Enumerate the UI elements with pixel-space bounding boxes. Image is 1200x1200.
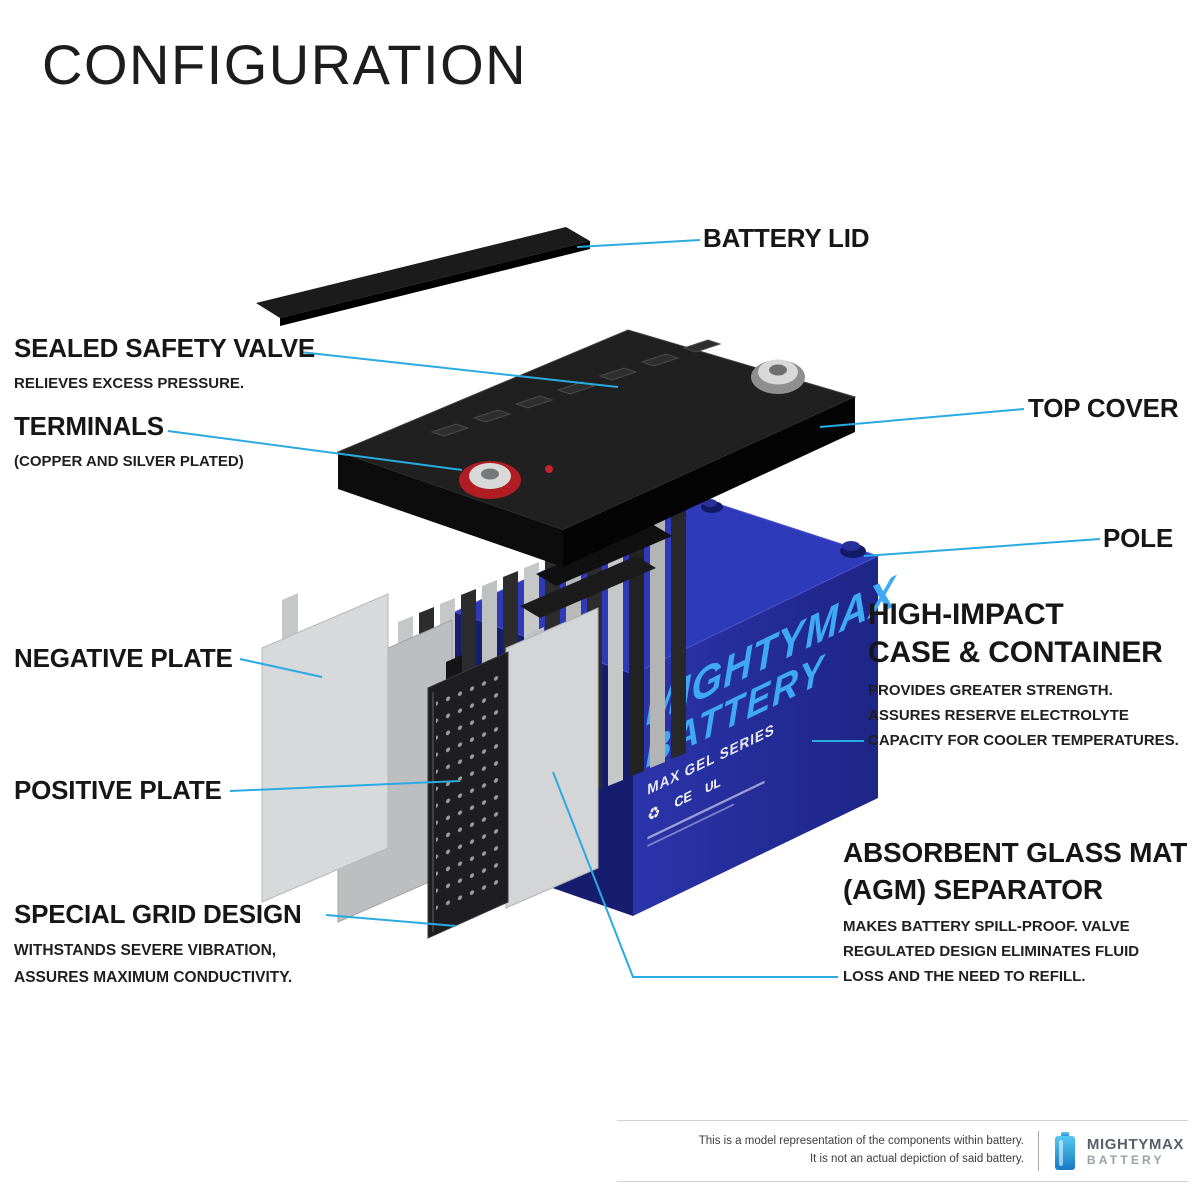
safety-valve-caps [430, 339, 722, 437]
sealed-safety-valve-desc: RELIEVES EXCESS PRESSURE. [14, 375, 245, 393]
callout-sealed-safety-valve: SEALED SAFETY VALVE RELIEVES EXCESS PRES… [14, 332, 315, 396]
agm-separator-part [505, 607, 599, 909]
indicator-dot [545, 465, 553, 473]
agm-desc-1: MAKES BATTERY SPILL-PROOF. VALVE [843, 918, 1130, 935]
agm-title-1: ABSORBENT GLASS MAT [843, 837, 1188, 868]
callout-pole: POLE [1103, 522, 1173, 555]
callout-terminals: TERMINALS (COPPER AND SILVER PLATED) [14, 410, 244, 474]
footer-brand-line1: MIGHTYMAX [1086, 1135, 1184, 1153]
pole-part [701, 499, 866, 558]
terminal-red [459, 461, 521, 499]
leader-lines [167, 239, 1101, 978]
positive-plate-label: POSITIVE PLATE [14, 775, 222, 805]
fine-print-line [647, 780, 765, 840]
leader-terminals [167, 430, 463, 471]
agm-desc-2: REGULATED DESIGN ELIMINATES FLUID [843, 943, 1140, 960]
callout-high-impact-case: HIGH-IMPACT CASE & CONTAINER PROVIDES GR… [868, 596, 1179, 753]
high-impact-title-2: CASE & CONTAINER [868, 636, 1163, 669]
footer-disclaimer-line1: This is a model representation of the co… [698, 1135, 1024, 1148]
battery-icon [1054, 1132, 1075, 1170]
fine-print-line [647, 803, 734, 848]
negative-plate-label: NEGATIVE PLATE [14, 643, 233, 673]
bus-bar [520, 556, 656, 618]
special-grid-plate-part [427, 651, 509, 939]
agm-desc-3: LOSS AND THE NEED TO REFILL. [843, 968, 1086, 985]
terminals-label: TERMINALS [14, 411, 164, 441]
high-impact-desc-1: PROVIDES GREATER STRENGTH. [868, 682, 1113, 699]
battery-lid-part [256, 227, 590, 326]
leader-special-grid [325, 914, 457, 927]
terminals-desc: (COPPER AND SILVER PLATED) [14, 453, 244, 471]
agm-title-2: (AGM) SEPARATOR [843, 874, 1103, 905]
special-grid-desc-1: WITHSTANDS SEVERE VIBRATION, [14, 942, 277, 960]
special-grid-label: SPECIAL GRID DESIGN [14, 899, 302, 929]
bus-bar [536, 524, 672, 586]
callout-agm-separator: ABSORBENT GLASS MAT (AGM) SEPARATOR MAKE… [843, 834, 1187, 989]
footer-disclaimer-line2: It is not an actual depiction of said ba… [809, 1153, 1024, 1165]
leader-top-cover [819, 408, 1025, 428]
terminal-silver [751, 359, 805, 394]
leader-battery-lid [576, 239, 701, 248]
footer-divider [1037, 1131, 1039, 1171]
sealed-safety-valve-label: SEALED SAFETY VALVE [14, 333, 316, 363]
leader-agm-separator [552, 771, 838, 978]
high-impact-desc-3: CAPACITY FOR COOLER TEMPERATURES. [868, 732, 1179, 749]
page-title: CONFIGURATION [42, 33, 528, 96]
negative-plate-part [261, 593, 389, 903]
high-impact-title-1: HIGH-IMPACT [868, 598, 1064, 631]
callout-battery-lid: BATTERY LID [703, 222, 870, 255]
high-impact-desc-2: ASSURES RESERVE ELECTROLYTE [868, 707, 1129, 724]
recycle-badge-icon: ♻ [647, 803, 660, 826]
callout-top-cover: TOP COVER [1028, 392, 1179, 425]
leader-negative-plate [239, 658, 323, 678]
pole-label: POLE [1103, 523, 1173, 553]
special-grid-desc-2: ASSURES MAXIMUM CONDUCTIVITY. [14, 969, 293, 987]
leader-pole [863, 538, 1101, 557]
leader-sealed-safety-valve [299, 351, 619, 388]
callout-special-grid-design: SPECIAL GRID DESIGN WITHSTANDS SEVERE VI… [14, 898, 302, 991]
footer: This is a model representation of the co… [617, 1120, 1188, 1182]
callout-positive-plate: POSITIVE PLATE [14, 774, 222, 807]
callout-negative-plate: NEGATIVE PLATE [14, 642, 233, 675]
footer-disclaimer: This is a model representation of the co… [617, 1133, 1038, 1169]
footer-logo: MIGHTYMAX BATTERY [1039, 1130, 1188, 1172]
leader-positive-plate [229, 780, 461, 792]
footer-brand-line2: BATTERY [1086, 1152, 1165, 1167]
top-cover-label: TOP COVER [1028, 393, 1179, 423]
top-cover-part [336, 329, 857, 567]
battery-lid-label: BATTERY LID [703, 223, 870, 253]
